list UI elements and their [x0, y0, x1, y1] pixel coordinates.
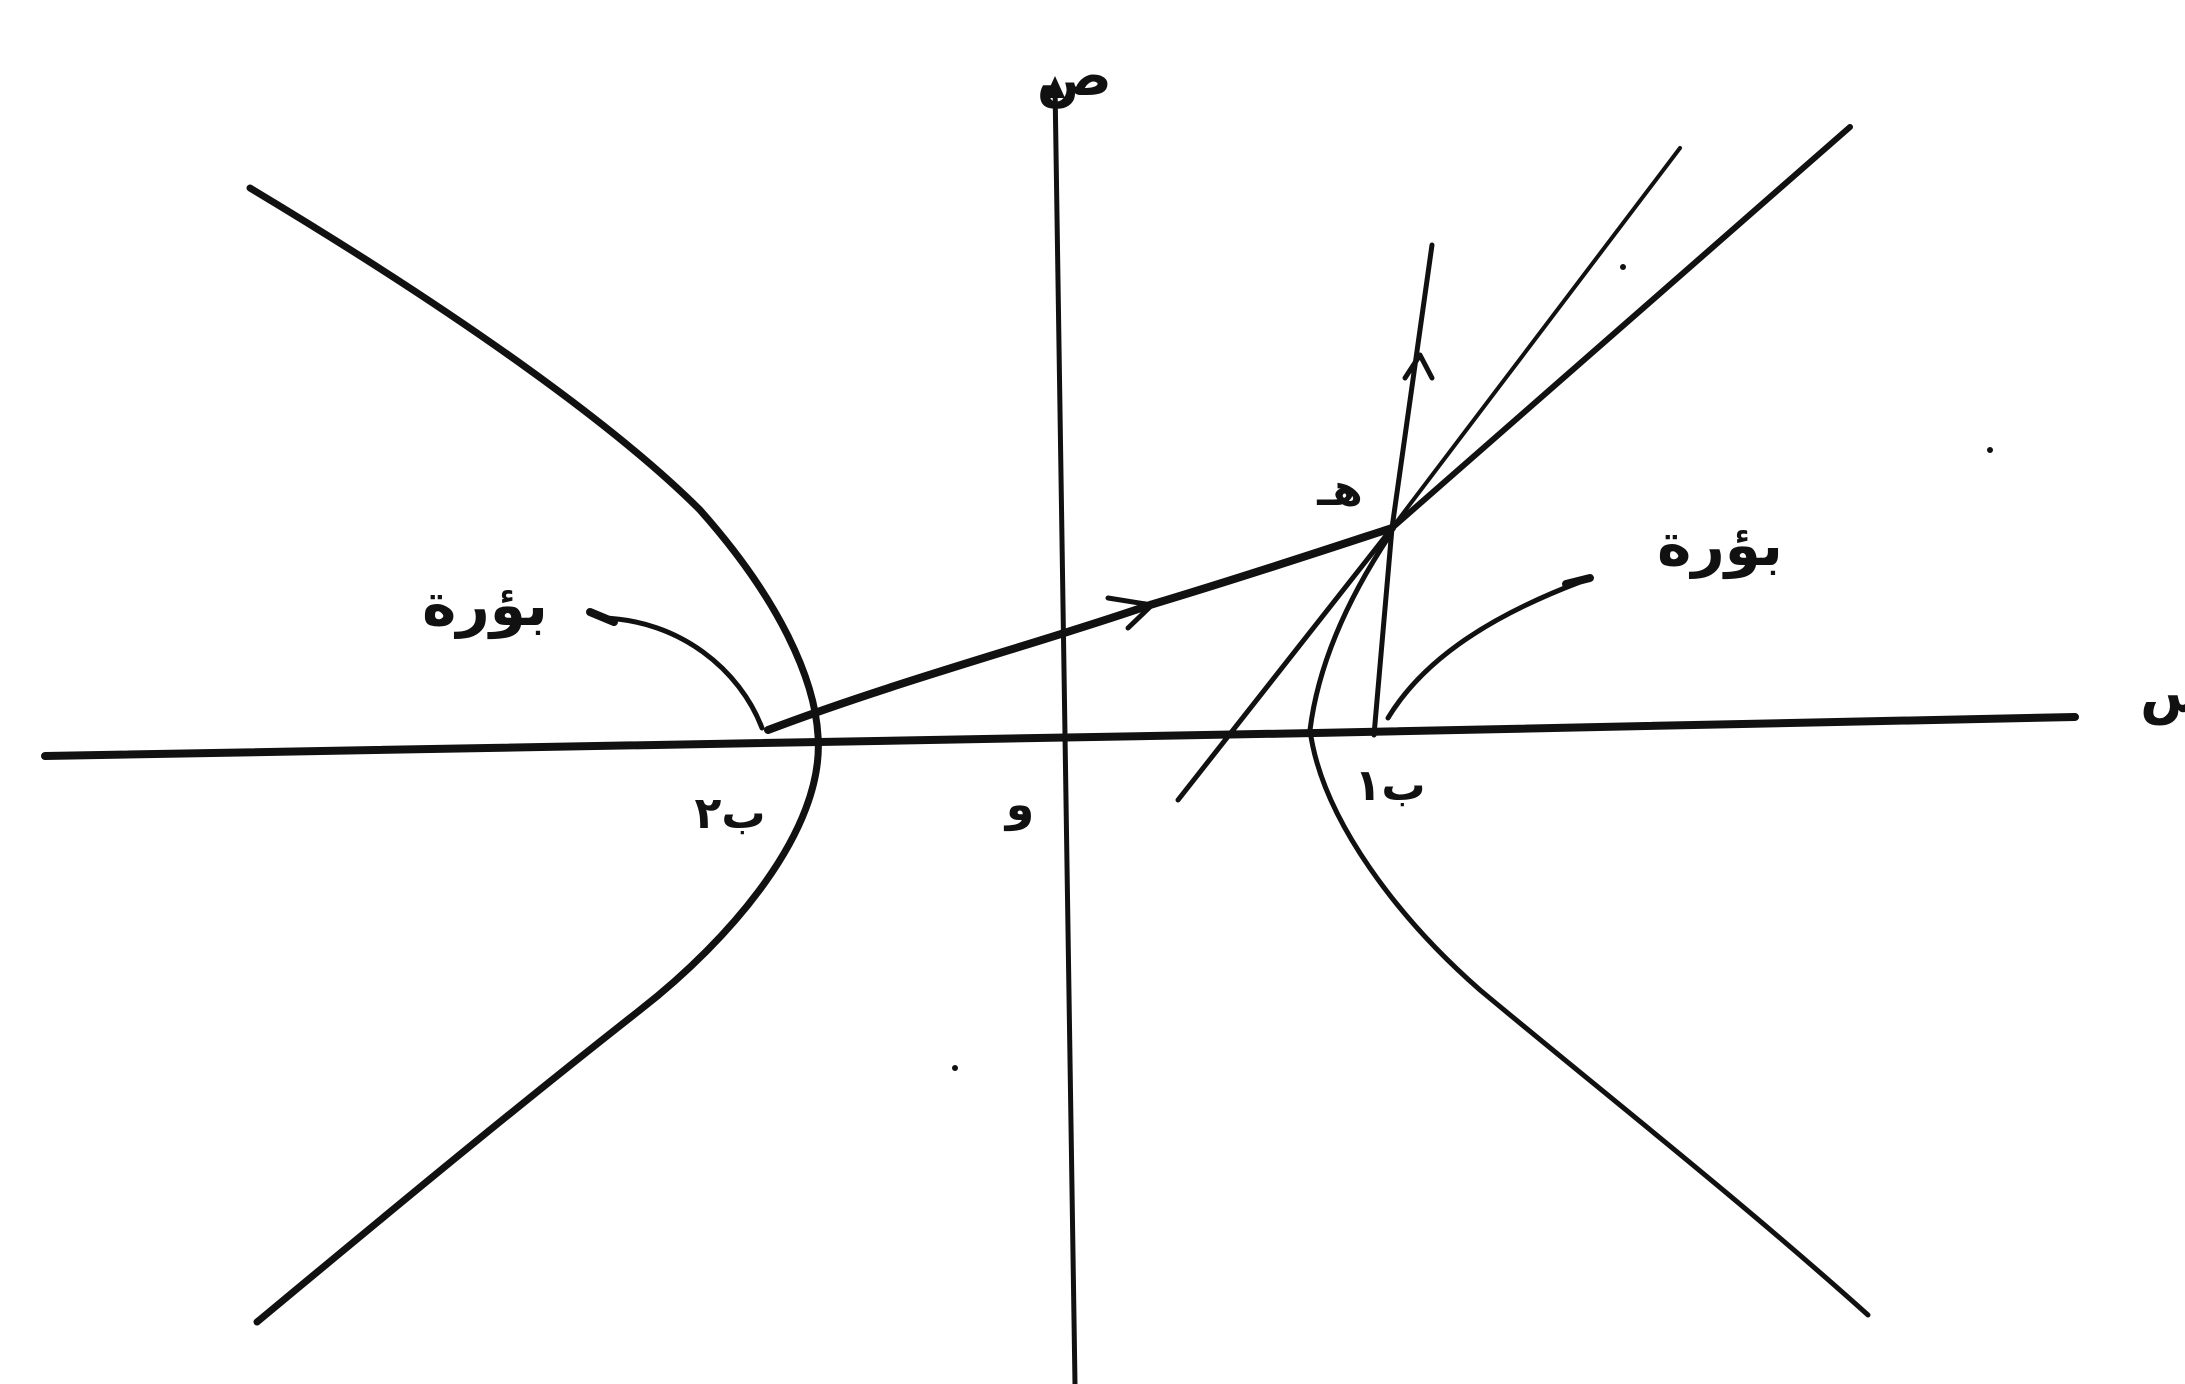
x-axis-label: س: [2140, 661, 2185, 726]
focus2-mark-label: ب٢: [694, 788, 765, 839]
y-axis-line: [1052, 83, 1078, 1384]
right-focus-label: بؤرة: [1657, 511, 1783, 580]
x-axis: [41, 713, 2079, 760]
right-focus-leader: [1385, 579, 1583, 721]
scan-dot: [1620, 264, 1626, 270]
focus1-mark-label: ب١: [1354, 760, 1425, 811]
y-axis-arrow-icon: [1045, 76, 1065, 98]
asymptote-line-inner: [1390, 146, 1682, 530]
scan-dot: [1987, 447, 1993, 453]
point-label: هـ: [1316, 465, 1363, 516]
y-axis: [1045, 76, 1078, 1384]
hyperbola-left-branch: [246, 184, 822, 1326]
left-focus-label: بؤرة: [422, 571, 548, 640]
tangent-line: [1175, 525, 1395, 803]
reflected-ray-arrow-icon: [1402, 352, 1435, 381]
hyperbola-right-branch-upper: [1307, 532, 1393, 733]
hyperbola-right-branch: [1307, 727, 1871, 1318]
left-focus-leader-tick: [586, 608, 618, 626]
asymptote-line-outer: [1389, 124, 1853, 531]
y-axis-label: ص: [1037, 44, 1112, 109]
reflected-ray: [1371, 242, 1435, 738]
origin-label: و: [1004, 777, 1035, 831]
incident-ray-arrow-icon: [1105, 595, 1155, 631]
right-focus-leader-tick: [1562, 574, 1594, 588]
scan-dot: [952, 1065, 958, 1071]
left-focus-leader: [599, 615, 765, 731]
incident-ray: [764, 524, 1396, 734]
x-axis-line: [41, 713, 2079, 760]
